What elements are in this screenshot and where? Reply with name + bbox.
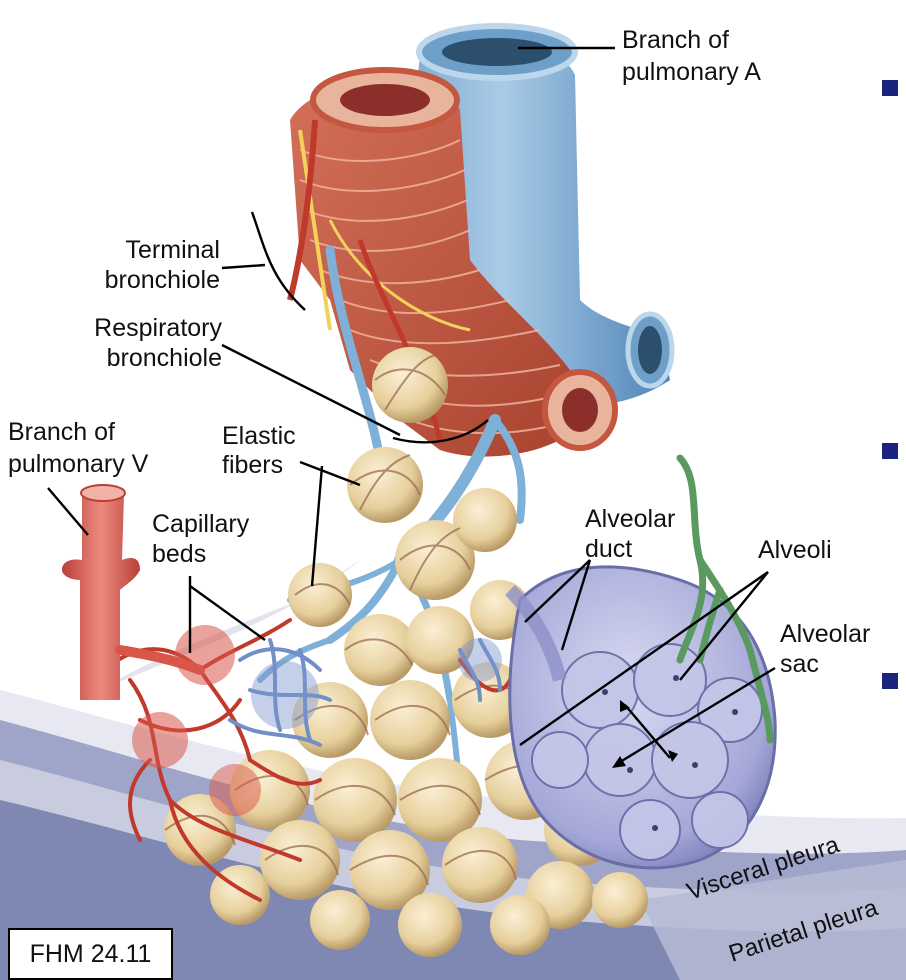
label-respiratory-bronchiole-line2: bronchiole bbox=[107, 344, 222, 372]
leader-elastic-fibers-1 bbox=[299, 460, 361, 487]
label-terminal-bronchiole-line2: bronchiole bbox=[105, 266, 220, 294]
arrowhead-sac-1 bbox=[612, 756, 626, 768]
leader-respiratory-bronchiole bbox=[221, 343, 401, 437]
leader-capillary-beds-2 bbox=[189, 585, 266, 641]
bronchiole bbox=[287, 67, 618, 457]
label-pulmonary-a-line2: pulmonary A bbox=[622, 58, 761, 86]
label-elastic-fibers-line1: Elastic bbox=[222, 422, 296, 450]
label-alveolar-sac-line2: sac bbox=[780, 650, 819, 678]
label-terminal-bronchiole-line1: Terminal bbox=[126, 236, 220, 264]
label-respiratory-bronchiole-line1: Respiratory bbox=[94, 314, 222, 342]
label-alveolar-duct-line2: duct bbox=[585, 535, 632, 563]
arrowhead-sac-3 bbox=[668, 750, 678, 762]
capillary-network bbox=[116, 618, 512, 902]
leader-alveoli-2 bbox=[679, 571, 769, 681]
alveolar-sac bbox=[504, 565, 777, 870]
slide-bullet-3 bbox=[882, 673, 898, 689]
leader-pulmonary-v bbox=[47, 487, 89, 536]
slide-bullet-1 bbox=[882, 80, 898, 96]
pulmonary-vein bbox=[62, 484, 205, 700]
label-pulmonary-v-line1: Branch of bbox=[8, 418, 115, 446]
leader-lines bbox=[47, 46, 776, 768]
label-pulmonary-a-line1: Branch of bbox=[622, 26, 729, 54]
leader-elastic-fibers-2 bbox=[310, 465, 324, 587]
leader-alveolar-duct-2 bbox=[560, 559, 592, 651]
label-pulmonary-v-line2: pulmonary V bbox=[8, 450, 149, 478]
leader-alveoli-1 bbox=[519, 571, 769, 746]
slide-bullet-2 bbox=[882, 443, 898, 459]
leader-terminal-bronchiole bbox=[221, 263, 266, 270]
bracket-respiratory-bronchiole bbox=[392, 419, 489, 444]
leader-alveolar-sac-2 bbox=[624, 704, 671, 759]
figure-tag: FHM 24.11 bbox=[8, 928, 173, 980]
label-alveolar-sac-line1: Alveolar bbox=[780, 620, 870, 648]
leader-alveolar-sac-1 bbox=[619, 666, 776, 764]
leader-alveolar-duct-1 bbox=[524, 559, 591, 623]
label-capillary-beds-line2: beds bbox=[152, 540, 206, 568]
label-elastic-fibers-line2: fibers bbox=[222, 451, 283, 479]
label-alveoli: Alveoli bbox=[758, 536, 832, 564]
arrowhead-sac-2 bbox=[620, 700, 630, 712]
label-alveolar-duct-line1: Alveolar bbox=[585, 505, 675, 533]
label-capillary-beds-line1: Capillary bbox=[152, 510, 250, 538]
bracket-terminal-bronchiole bbox=[250, 211, 306, 311]
